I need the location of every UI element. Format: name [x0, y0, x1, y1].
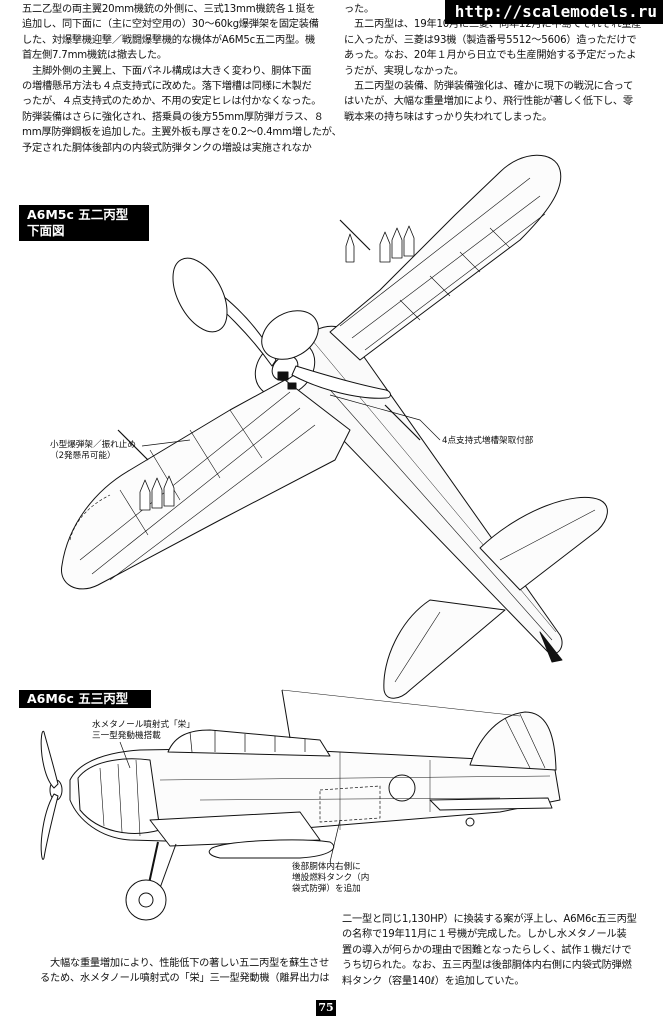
body-text-bottom-left: 大幅な重量増加により、性能低下の著しい五二丙型を蘇生させ るため、水メタノール噴…: [40, 956, 330, 987]
text-line: ったが、４点支持式のためか、不用の安定ヒレは付かなくなった。: [22, 96, 322, 108]
text-line: 五二丙型は、19年10月に三菱、同年12月に中島でそれぞれ量産: [344, 19, 642, 31]
text-line: した、対爆撃機迎撃／戦闘爆撃機的な機体がA6M5c五二丙型。機: [22, 34, 315, 46]
section-heading-a6m6c: A6M6c 五三丙型: [19, 690, 151, 708]
text-line: うち切られた。なお、五三丙型は後部胴体内右側に内袋式防弾燃: [342, 960, 632, 972]
text-line: あった。なお、20年１月から日立でも生産開始する予定だったよ: [344, 50, 637, 62]
callout-engine: 水メタノール噴射式「栄」 三一型発動機搭載: [92, 720, 195, 742]
text-line: 予定された胴体後部内の内袋式防弾タンクの増設は実施されなか: [22, 142, 312, 154]
body-text-left: 五二乙型の両主翼20mm機銃の外側に、三式13mm機銃各１挺を 追加し、同下面に…: [22, 2, 342, 156]
callout-bomb-rack: 小型爆弾架／振れ止め （2発懸吊可能）: [50, 440, 136, 462]
callout-line: 水メタノール噴射式「栄」: [92, 720, 195, 730]
text-line: 首左側7.7mm機銃は撤去した。: [22, 50, 167, 62]
text-line: 二一型と同じ1,130HP）に換装する案が浮上し、A6M6c五三丙型: [342, 914, 637, 925]
callout-line: 後部胴体内右側に: [292, 862, 361, 872]
text-line: 主脚外側の主翼上、下面パネル構成は大きく変わり、胴体下面: [22, 65, 312, 77]
callout-fuel-tank: 後部胴体内右側に 増設燃料タンク（内 袋式防弾）を追加: [292, 862, 369, 895]
callout-drop-tank-mount: 4点支持式増槽架取付部: [442, 436, 534, 446]
text-line: 置の導入が何らかの理由で困難となったらしく、試作１機だけで: [342, 944, 632, 956]
heading-title: A6M5c 五二丙型: [27, 207, 129, 222]
section-heading-a6m5c: A6M5c 五二丙型 下面図: [19, 205, 149, 241]
text-line: った。: [344, 4, 374, 15]
text-line: はいたが、大幅な重量増加により、飛行性能が著しく低下し、零: [344, 96, 633, 108]
callout-line: 三一型発動機搭載: [92, 731, 161, 741]
callout-line: （2発懸吊可能）: [50, 451, 116, 461]
text-line: 五二乙型の両主翼20mm機銃の外側に、三式13mm機銃各１挺を: [22, 4, 316, 15]
underside-plan-view: [61, 154, 608, 699]
body-text-right: った。 五二丙型は、19年10月に三菱、同年12月に中島でそれぞれ量産 に入った…: [344, 2, 644, 125]
side-profile-view: [40, 689, 561, 921]
text-line: の増槽懸吊方法も４点支持式に改めた。落下増槽は同様に木製だ: [22, 81, 312, 93]
heading-subtitle: 下面図: [27, 223, 65, 238]
text-line: 追加し、同下面に（主に空対空用の）30～60kg爆弾架を固定装備: [22, 19, 319, 31]
text-line: 五二丙型の装備、防弾装備強化は、確かに現下の戦況に合って: [344, 81, 634, 93]
body-text-bottom-right: 二一型と同じ1,130HP）に換装する案が浮上し、A6M6c五三丙型 の名称で1…: [342, 912, 637, 989]
callout-line: 増設燃料タンク（内: [292, 873, 370, 883]
text-line: 料タンク（容量140ℓ）を追加していた。: [342, 975, 525, 987]
page-number: 75: [316, 1000, 336, 1016]
text-line: うだが、実現しなかった。: [344, 65, 464, 77]
text-line: 防弾装備はさらに強化され、搭乗員の後方55mm厚防弾ガラス、８: [22, 111, 324, 123]
watermark-url: http://scalemodels.ru: [444, 0, 663, 24]
text-line: に入ったが、三菱は93機（製造番号5512～5606）造っただけで: [344, 34, 637, 46]
callout-line: 小型爆弾架／振れ止め: [50, 440, 136, 450]
text-line: 戦本来の持ち味はすっかり失われてしまった。: [344, 111, 553, 123]
text-line: 大幅な重量増加により、性能低下の著しい五二丙型を蘇生させ: [40, 958, 330, 969]
callout-line: 袋式防弾）を追加: [292, 884, 361, 894]
text-line: mm厚防弾鋼板を追加した。主翼外板も厚さを0.2～0.4mm増したが、: [22, 127, 342, 139]
text-line: の名称で19年11月に１号機が完成した。しかし水メタノール装: [342, 929, 627, 941]
text-line: るため、水メタノール噴射式の「栄」三一型発動機（離昇出力は: [40, 973, 330, 985]
